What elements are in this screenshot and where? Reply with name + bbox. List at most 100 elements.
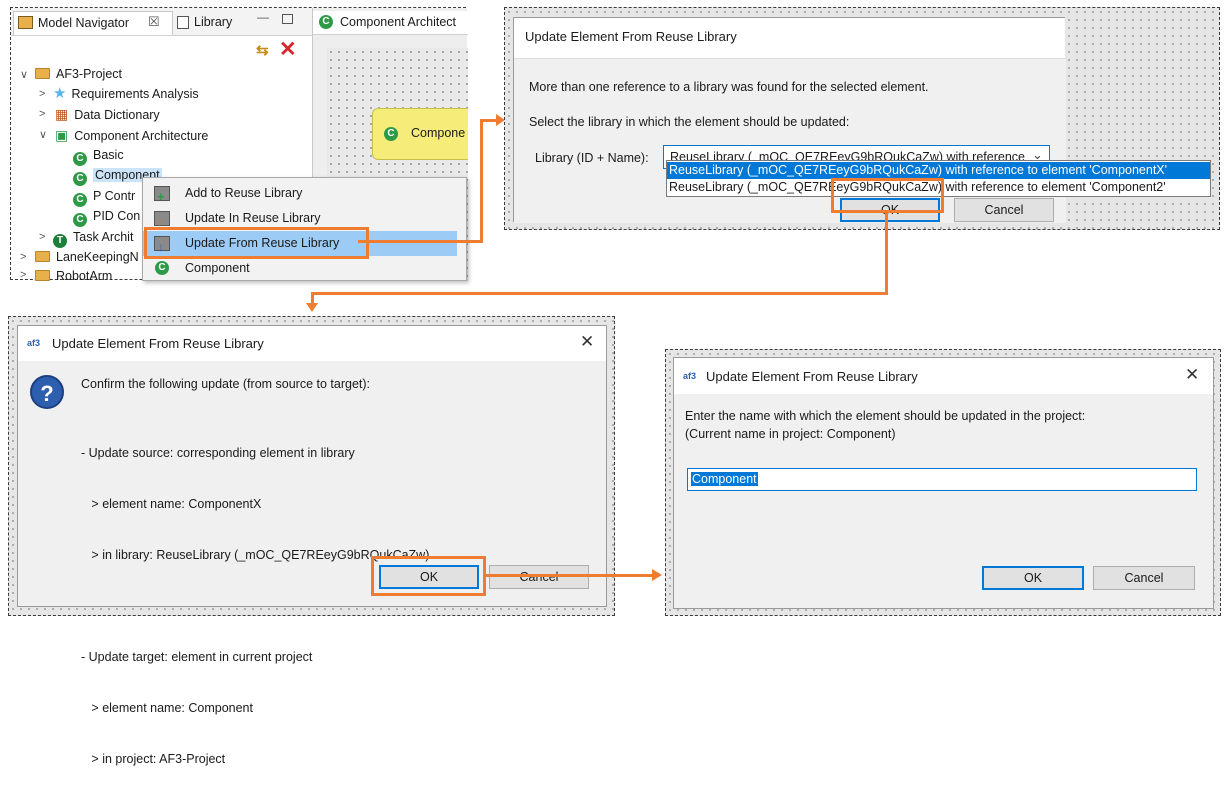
tree-item-requirements[interactable]: ★ Requirements Analysis: [53, 84, 199, 104]
arrow-right-icon: [496, 114, 505, 126]
rename-dialog-frame: af3 Update Element From Reuse Library ✕ …: [665, 349, 1221, 616]
arrow-down-icon: [306, 303, 318, 312]
option-label: ReuseLibrary (_mOC_QE7REeyG9bRQukCaZw) w…: [669, 180, 1166, 194]
dropdown-option[interactable]: ReuseLibrary (_mOC_QE7REeyG9bRQukCaZw) w…: [667, 179, 1210, 196]
architecture-icon: ▣: [55, 127, 69, 143]
link-editor-icon[interactable]: ⇆: [256, 42, 269, 59]
close-icon[interactable]: ✕: [580, 332, 595, 351]
name-input[interactable]: Component: [687, 468, 1197, 491]
minimize-icon[interactable]: —: [257, 10, 269, 24]
option-label: ReuseLibrary (_mOC_QE7REeyG9bRQukCaZw) w…: [669, 163, 1168, 177]
tree-item-af3-project[interactable]: AF3-Project: [35, 64, 122, 84]
folder-icon: [35, 251, 50, 262]
update-in-library-icon: ↑: [154, 211, 170, 229]
menu-item-component[interactable]: C Component: [143, 256, 457, 280]
tree-item-robotarm[interactable]: RobotArm: [35, 266, 112, 281]
task-icon: T: [53, 234, 67, 248]
app-logo-icon: af3: [683, 371, 697, 381]
menu-label: Component: [185, 261, 250, 275]
chevron-down-icon: ⌄: [1032, 147, 1043, 162]
cancel-button[interactable]: Cancel: [1093, 566, 1195, 590]
menu-item-add-to-library[interactable]: + Add to Reuse Library: [143, 181, 457, 206]
tree-label: RobotArm: [56, 269, 113, 281]
highlight-ok-button: [371, 556, 486, 596]
dialog-title: Update Element From Reuse Library: [525, 29, 737, 44]
highlight-update-from-library: [144, 227, 369, 259]
expand-twisty[interactable]: >: [39, 231, 46, 243]
dialog-prompt: Select the library in which the element …: [529, 115, 850, 129]
select-dialog-frame: Update Element From Reuse Library More t…: [504, 7, 1220, 230]
node-label: Compone: [411, 126, 466, 140]
component-node[interactable]: C Compone: [372, 108, 468, 160]
library-icon: [177, 16, 189, 29]
tree-label: Task Archit: [73, 230, 134, 244]
delete-icon[interactable]: ✕: [279, 38, 297, 61]
expand-twisty[interactable]: >: [20, 269, 27, 281]
confirm-details: - Update source: corresponding element i…: [81, 411, 429, 802]
expand-twisty[interactable]: >: [39, 108, 46, 120]
rename-current-name: (Current name in project: Component): [685, 427, 896, 441]
highlight-ok-button: [831, 178, 944, 213]
expand-twisty[interactable]: ∨: [39, 129, 48, 141]
confirm-heading: Confirm the following update (from sourc…: [81, 377, 371, 391]
tree-item-data-dictionary[interactable]: ▦ Data Dictionary: [55, 104, 160, 124]
connector-line: [358, 240, 483, 243]
tab-component-architecture[interactable]: C Component Architect: [313, 11, 468, 35]
dialog-title: Update Element From Reuse Library: [52, 336, 264, 351]
connector-line: [311, 292, 888, 295]
star-icon: ★: [53, 85, 67, 102]
confirm-dialog-frame: af3 Update Element From Reuse Library ✕ …: [8, 316, 615, 766]
folder-icon: [35, 68, 50, 79]
tab-close-icon[interactable]: ☒: [148, 14, 160, 29]
dialog-body: ? Confirm the following update (from sou…: [18, 361, 606, 766]
library-field-label: Library (ID + Name):: [535, 151, 649, 165]
dialog-body: Enter the name with which the element sh…: [674, 394, 1213, 608]
connector-line: [480, 120, 483, 243]
connector-line: [480, 119, 498, 122]
expand-twisty[interactable]: >: [20, 251, 27, 263]
expand-twisty[interactable]: >: [39, 88, 46, 100]
tree-label: Data Dictionary: [74, 108, 160, 122]
dialog-body: More than one reference to a library was…: [514, 58, 1066, 223]
tree-label: Basic: [93, 148, 124, 162]
tree-label: Component Architecture: [74, 129, 209, 143]
tab-model-navigator[interactable]: Model Navigator ☒: [13, 11, 173, 35]
detail-line: - Update source: corresponding element i…: [81, 446, 355, 460]
maximize-icon[interactable]: [282, 14, 293, 24]
dropdown-option[interactable]: ReuseLibrary (_mOC_QE7REeyG9bRQukCaZw) w…: [667, 162, 1210, 179]
ok-button[interactable]: OK: [982, 566, 1084, 590]
component-icon: C: [73, 193, 87, 207]
tree-label: Requirements Analysis: [71, 87, 199, 101]
dialog-message: More than one reference to a library was…: [529, 80, 929, 94]
tab-library[interactable]: Library: [173, 11, 243, 35]
tree-item-lanekeeping[interactable]: LaneKeepingN: [35, 247, 139, 267]
ok-button[interactable]: OK: [379, 565, 479, 589]
navigator-icon: [18, 16, 33, 29]
close-icon[interactable]: ✕: [1185, 365, 1200, 384]
rename-dialog: af3 Update Element From Reuse Library ✕ …: [673, 357, 1214, 609]
component-icon: C: [384, 127, 398, 141]
tree-label: PID Con: [93, 209, 141, 223]
component-icon: C: [155, 261, 169, 275]
menu-label: Update From Reuse Library: [185, 236, 340, 250]
rename-prompt: Enter the name with which the element sh…: [685, 409, 1086, 423]
detail-line: - Update target: element in current proj…: [81, 650, 313, 664]
cancel-button[interactable]: Cancel: [489, 565, 589, 589]
model-tree: ∨ AF3-Project > ★ Requirements Analysis >…: [11, 64, 311, 281]
arrow-right-icon: [652, 569, 662, 581]
menu-item-update-in-library[interactable]: ↑ Update In Reuse Library: [143, 206, 457, 231]
tab-label: Library: [194, 15, 233, 29]
expand-twisty[interactable]: ∨: [20, 69, 29, 81]
grid-icon: ▦: [55, 106, 69, 122]
menu-label: Add to Reuse Library: [185, 186, 303, 200]
menu-item-update-from-library[interactable]: ↓ Update From Reuse Library: [143, 231, 457, 256]
detail-line: > in project: AF3-Project: [81, 752, 226, 766]
cancel-button[interactable]: Cancel: [954, 198, 1054, 222]
tree-item-component-architecture[interactable]: ▣ Component Architecture: [55, 125, 208, 145]
tree-item-task-architecture[interactable]: T Task Archit: [53, 227, 134, 248]
question-icon: ?: [30, 375, 64, 409]
tab-label: Model Navigator: [38, 16, 130, 30]
